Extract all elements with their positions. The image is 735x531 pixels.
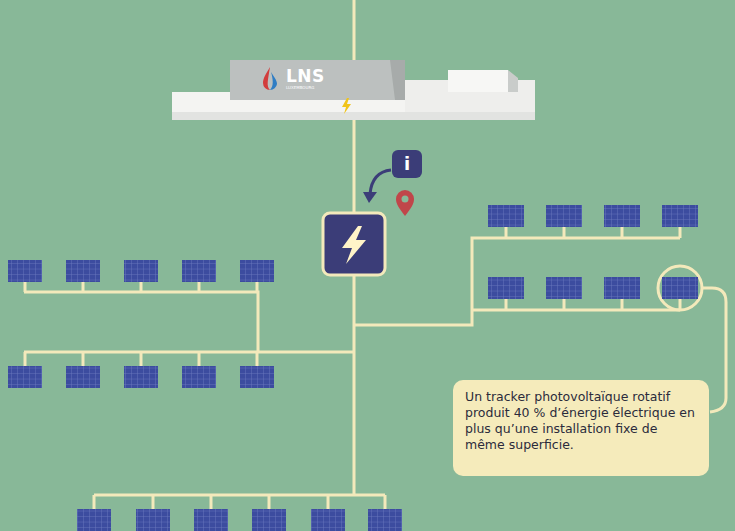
cable [679,299,682,310]
cable [140,282,143,292]
logo-subtitle: LUXEMBOURG [286,85,325,90]
inverter [323,213,385,275]
solar-panel [662,277,698,299]
solar-panel [77,509,111,531]
cable [563,299,566,310]
solar-panel [182,260,216,282]
solar-panel [66,366,100,388]
solar-panel [368,509,402,531]
solar-panel [604,205,640,227]
cable [679,227,682,238]
solar-panel [136,509,170,531]
cable [24,352,27,366]
note-box: Un tracker photovoltaïque rotatif produi… [453,380,709,476]
cable [256,352,259,366]
cable [621,227,624,238]
solar-panel [8,260,42,282]
solar-panel [240,366,274,388]
solar-panel [604,277,640,299]
cable [563,227,566,238]
solar-panel [546,277,582,299]
solar-panel [546,205,582,227]
info-badge: i [392,150,422,178]
solar-panel [662,205,698,227]
cable [327,495,330,509]
logo-name: LNS [286,68,325,85]
cable [505,299,508,310]
solar-panels [8,205,698,531]
solar-panel [8,366,42,388]
solar-panel [124,260,158,282]
logo-text: LNSLUXEMBOURG [264,68,325,90]
solar-panel [488,277,524,299]
cable [268,495,271,509]
logo-drop [260,66,280,92]
solar-panel [66,260,100,282]
cable [210,495,213,509]
solar-panel [240,260,274,282]
solar-panel [182,366,216,388]
cable [24,282,27,292]
cable [93,495,96,509]
solar-panel [252,509,286,531]
map-pin [396,190,414,216]
building [172,60,535,120]
cables [24,0,726,509]
cable [198,282,201,292]
cable [82,352,85,366]
solar-panel [194,509,228,531]
cable [256,282,259,292]
solar-panel [311,509,345,531]
info-arrow [363,170,391,203]
info-symbol: i [404,155,410,173]
cable [505,227,508,238]
building-logo: LNSLUXEMBOURG [230,60,390,98]
cable [140,352,143,366]
solar-panel [124,366,158,388]
note-text: Un tracker photovoltaïque rotatif produi… [465,389,697,453]
cable [198,352,201,366]
cable [621,299,624,310]
cable [384,495,387,509]
cable [82,282,85,292]
solar-panel [488,205,524,227]
cable [152,495,155,509]
